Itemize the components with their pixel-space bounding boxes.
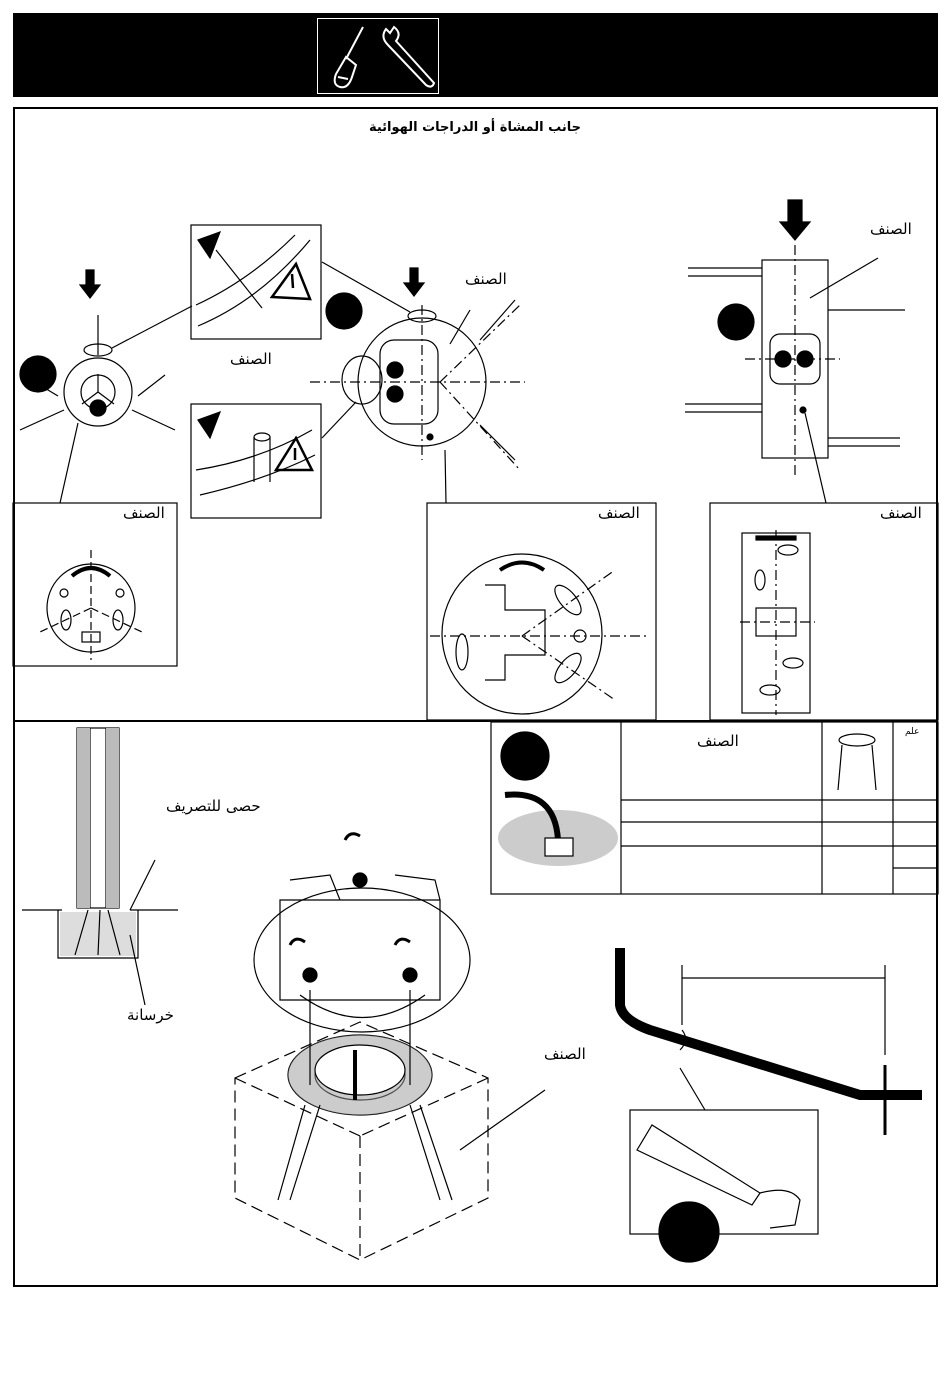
arrow-up-icon-2 [404,268,424,296]
fixture-side-view-right [685,245,905,503]
arrow-up-icon-3 [780,200,810,240]
step-circle-1 [20,356,56,392]
cable-routing [620,948,922,1262]
step-circle-5 [659,1202,719,1262]
warning-icon [272,264,310,299]
step-circle-2 [326,293,362,329]
pole-in-concrete [22,728,178,1005]
base-plate-assembly [235,834,545,1260]
arrow-up-icon [80,270,100,298]
anchor-icon [839,734,875,746]
panel-base-large [427,503,656,720]
step-circle-3 [718,304,754,340]
fixture-top-view-left [20,306,192,503]
eye-icon [198,232,220,258]
eye-icon-2 [198,412,220,438]
parts-table [491,722,938,894]
panel-base-rectangular [710,503,938,720]
step-circle-4 [501,732,549,780]
